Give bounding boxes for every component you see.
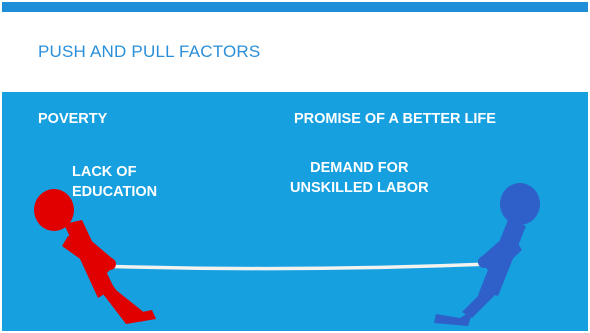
title-area: PUSH AND PULL FACTORS [2, 12, 588, 92]
rope-icon [92, 262, 497, 296]
push-factor-education: LACK OF EDUCATION [72, 164, 158, 200]
pull-factor-better-life: PROMISE OF A BETTER LIFE [294, 111, 496, 127]
push-factor-poverty: POVERTY [38, 111, 108, 127]
pull-factor-unskilled-labor: DEMAND FOR UNSKILLED LABOR [290, 160, 429, 196]
content-area: POVERTY PROMISE OF A BETTER LIFE LACK OF… [2, 92, 588, 331]
red-figure-pulling-rope-icon [34, 189, 156, 324]
tug-of-war-illustration [34, 183, 540, 326]
slide-title: PUSH AND PULL FACTORS [38, 42, 261, 61]
top-accent-bar [2, 2, 588, 12]
blue-figure-pulling-rope-icon [434, 183, 540, 326]
